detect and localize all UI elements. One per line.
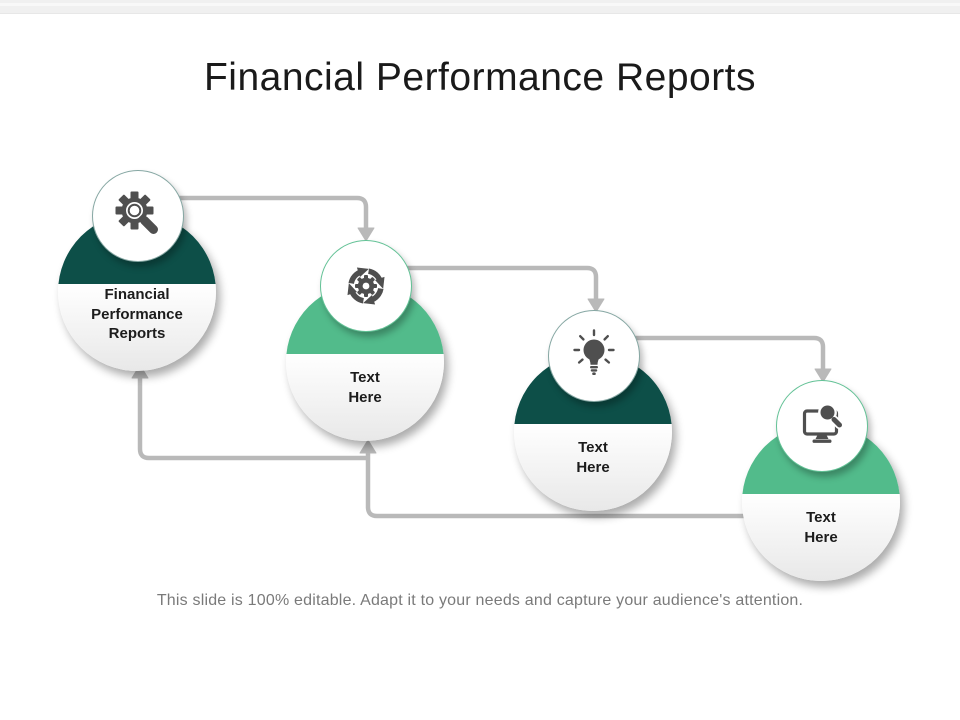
step-icon-circle-1[interactable] [92,170,184,262]
step-label-2: Text Here [348,369,382,406]
monitor-search-icon [802,403,844,443]
step-icon-circle-2[interactable] [320,240,412,332]
return-connector-4-2 [365,452,762,519]
lightbulb-icon [573,329,615,375]
top-border-strip [0,0,960,14]
gear-magnifier-icon [115,191,158,234]
step-label-4: Text Here [804,509,838,546]
editable-note: This slide is 100% editable. Adapt it to… [156,592,804,609]
arrowhead-down-2 [357,227,375,242]
connector-1-2 [158,195,369,229]
step-label-3: Text Here [576,439,610,476]
arrowhead-up-1 [131,364,149,379]
arrowhead-down-4 [814,368,832,383]
step-icon-circle-4[interactable] [776,380,868,472]
arrowhead-up-2 [359,439,377,454]
step-icon-circle-3[interactable] [548,310,640,402]
arrowhead-down-3 [587,298,605,313]
return-connector-2-1 [137,377,368,461]
connector-2-3 [388,265,599,300]
step-label-1: Financial Performance Reports [91,286,183,342]
connector-3-4 [616,335,826,370]
slide-title[interactable]: Financial Performance Reports [203,56,757,100]
process-cycle-icon [347,267,385,305]
